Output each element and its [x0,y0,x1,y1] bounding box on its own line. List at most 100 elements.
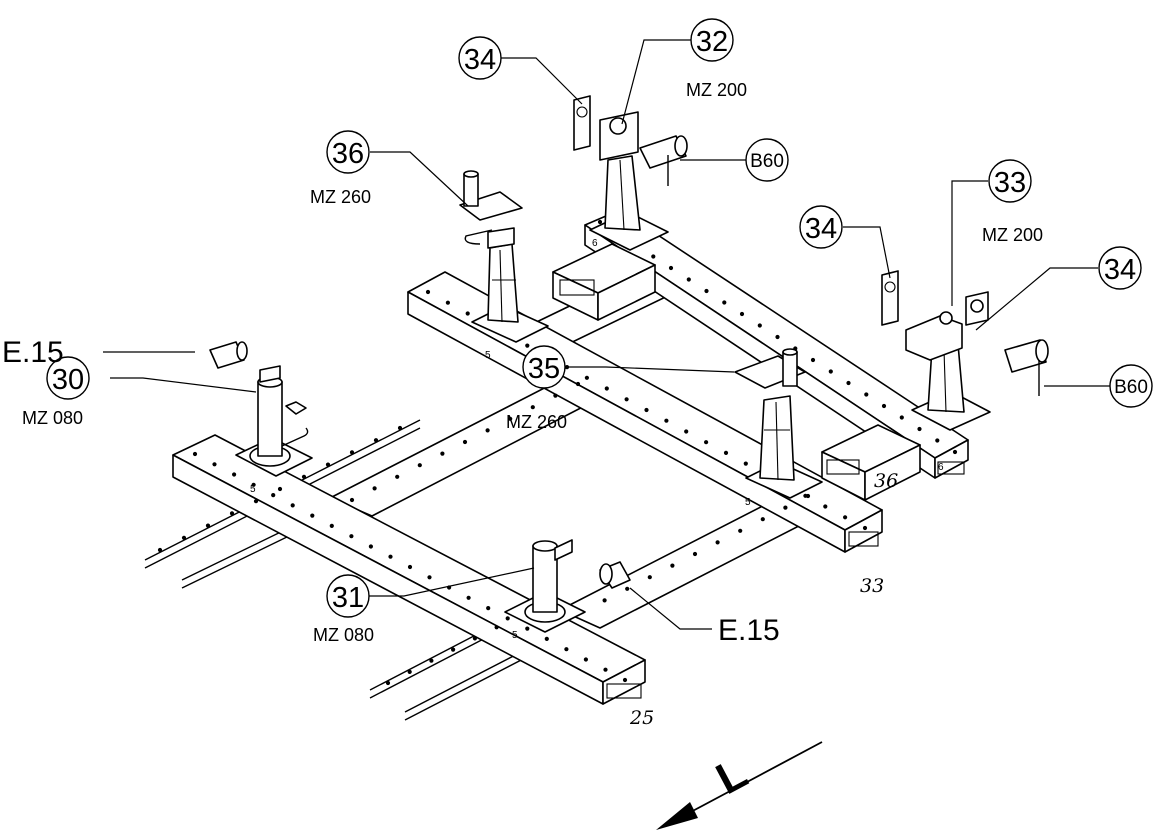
direction-arrow: L [656,741,823,830]
bolt-hole [843,515,848,520]
bolt-hole [602,598,607,603]
bolt-hole [739,311,745,317]
bolt-hole [823,504,828,509]
handwritten-25: 25 [629,707,654,729]
bolt-hole [881,403,887,409]
bolt-hole [757,323,762,328]
ref-e15-center: E.15 [718,614,780,647]
bolt-hole [525,626,530,631]
bolt-hole [647,575,652,580]
callout-33: 33 [988,159,1032,203]
bolt-hole [625,586,630,591]
bolt-hole [485,428,490,433]
bolt-hole [604,386,609,391]
code-mz260-center: MZ 260 [506,412,567,432]
rail-mark-5: 5 [485,350,491,361]
direction-label: L [708,748,755,804]
bolt-hole [624,397,629,402]
bolt-hole [397,425,403,431]
callout-B60-right: B60 [1109,364,1153,408]
callout-34-middle: 34 [799,205,843,249]
ref-e15-left: E.15 [2,336,64,369]
bolt-hole [525,343,530,348]
svg-text:36: 36 [332,138,364,170]
bolt-hole [212,462,217,467]
bolt-hole [445,300,450,305]
bolt-hole [368,544,373,549]
bolt-hole [722,300,727,305]
bolt-hole [684,429,689,434]
bolt-hole [157,547,163,553]
bolt-hole [451,647,456,652]
bolt-hole [810,357,816,363]
bolt-hole [325,462,331,467]
callout-30: 30 [46,356,90,400]
svg-text:32: 32 [696,26,728,58]
bolt-hole [622,677,628,683]
bolt-hole [251,482,256,487]
bolt-hole [530,405,535,410]
bolt-hole [508,416,513,421]
code-mz080-left: MZ 080 [22,408,83,428]
callout-34-upper: 34 [458,36,502,80]
callout-B60-upper: B60 [745,138,789,182]
tower-mz200-upper [573,95,688,251]
callout-32: 32 [690,18,734,62]
tower-mz260-right [734,348,823,499]
bolt-hole [505,616,510,621]
bolt-hole [429,658,434,663]
bolt-hole [704,440,709,445]
bolt-hole [704,288,709,294]
svg-text:34: 34 [1104,254,1136,286]
bolt-hole [564,647,569,652]
bolt-hole [743,461,748,466]
bolt-hole [805,493,811,499]
bolt-hole [544,636,549,642]
svg-text:34: 34 [805,213,837,245]
code-mz200-right: MZ 200 [982,225,1043,245]
bolt-hole [407,669,412,675]
bolt-hole [407,564,413,570]
bolt-hole [277,486,283,492]
bolt-hole [232,472,237,477]
handwritten-33: 33 [860,575,884,597]
bolt-hole [952,449,958,455]
bolt-hole [553,393,558,398]
bolt-hole [465,311,470,316]
code-mz200-upper: MZ 200 [686,80,747,100]
bolt-hole [862,525,868,531]
bolt-hole [760,517,765,522]
callout-31: 31 [326,574,370,618]
tube-socket-upper [552,243,656,321]
bolt-hole [664,418,669,423]
bolt-hole [205,523,211,528]
tower-mz200-right [881,270,1049,431]
svg-text:B60: B60 [750,151,784,172]
bolt-hole [584,375,590,380]
bolt-hole [427,575,432,580]
callout-36: 36 [326,130,370,174]
rail-mark-5: 5 [250,484,256,495]
post-mz080-left [209,341,313,477]
bolt-hole [329,523,334,529]
bolt-hole [290,503,295,508]
rail-mark-6: 6 [938,462,944,473]
bolt-hole [388,554,393,559]
bolt-hole [486,606,491,611]
bolt-hole [466,595,471,600]
bolt-hole [349,450,355,455]
bolt-hole [395,474,400,479]
bolt-hole [575,381,581,387]
bolt-hole [472,636,477,641]
bolt-hole [373,438,379,443]
bolt-hole [271,493,276,498]
bolt-hole [253,499,259,504]
svg-text:30: 30 [52,364,84,396]
bolt-hole [864,392,869,397]
bolt-hole [349,534,354,539]
callout-35: 35 [522,345,566,389]
bolt-hole [425,289,431,295]
bolt-hole [692,551,698,557]
bolt-hole [192,451,198,457]
